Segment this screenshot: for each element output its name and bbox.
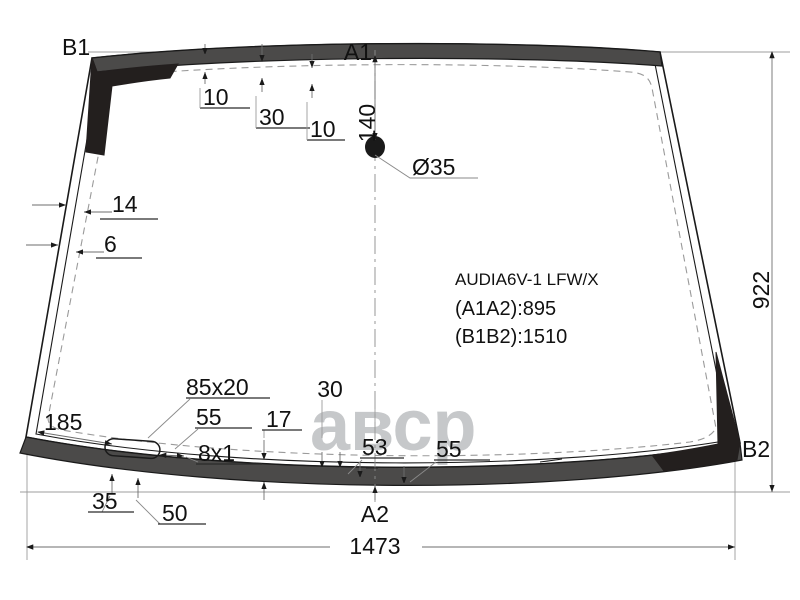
corner-wedge-b1 <box>85 57 179 156</box>
mirror-mount-hole: Ø35 <box>365 136 478 180</box>
hole-marker <box>365 136 385 158</box>
dim-1473-group: 1473 1473 <box>26 533 735 559</box>
dim-35-leader <box>101 495 111 513</box>
watermark: авср <box>310 386 477 466</box>
hole-diameter-label: Ø35 <box>412 154 455 180</box>
label-b2: B2 <box>742 436 770 462</box>
label-b1: B1 <box>62 34 90 60</box>
slot-size-label: 85x20 <box>186 374 249 400</box>
label-a1-group: A1 <box>344 39 372 65</box>
dim-1473-text-mask <box>330 533 422 557</box>
dim-30-bottom-group: 30 <box>317 376 376 468</box>
dim-140-label: 140 <box>354 104 380 142</box>
dim-left-14-label: 14 <box>112 191 138 217</box>
dim-55-left-label: 55 <box>196 404 222 430</box>
dim-17-label: 17 <box>266 406 292 432</box>
corner-wedge-b2 <box>651 351 741 472</box>
watermark-text: авср <box>310 386 477 466</box>
dim-8x1-leader <box>185 456 199 463</box>
dim-55-right-label: 55 <box>436 436 462 462</box>
dim-50-group: 50 <box>135 478 206 526</box>
dim-top-10a-label: 10 <box>203 84 229 110</box>
label-a2: A2 <box>361 501 389 527</box>
dim-left-6-label: 6 <box>104 231 117 257</box>
lower-right-detail-tick <box>539 458 563 463</box>
label-b1-group: B1 <box>62 34 90 60</box>
dim-top-30-label: 30 <box>259 104 285 130</box>
dim-55-left-group: 55 <box>174 404 252 450</box>
dim-8x1-arrows <box>159 452 185 459</box>
dim-185-group: 185 <box>37 409 113 446</box>
slot-leader <box>147 398 191 439</box>
title-block: AUDIA6V-1 LFW/X (A1A2):895 (B1B2):1510 <box>455 270 599 348</box>
dim-8x1-group: 8x1 <box>159 440 262 466</box>
slot-shape <box>104 437 161 460</box>
dim-17-group: 17 <box>261 406 302 500</box>
dim-140-hole-offset: 140 <box>354 55 380 142</box>
label-b2-group: B2 <box>742 436 770 462</box>
spec-b1b2-text: (B1B2):1510 <box>455 326 567 348</box>
bottom-shade-band <box>19 436 743 486</box>
dim-922-group: 922 <box>748 51 775 492</box>
dim-185-label: 185 <box>44 409 82 435</box>
top-dimension-group: 10 30 10 <box>199 44 345 142</box>
dim-8x1-label: 8x1 <box>198 440 235 466</box>
dim-top-10b-label: 10 <box>310 116 336 142</box>
hole-leader-line <box>374 154 478 179</box>
dim-50-leader <box>135 499 161 525</box>
top-shade-band <box>91 43 663 73</box>
label-a2-group: A2 <box>361 501 389 527</box>
dim-185-line <box>37 430 113 446</box>
label-a1: A1 <box>344 39 372 65</box>
dim-922-label: 922 <box>748 271 774 309</box>
slot-85x20: 85x20 <box>104 374 270 460</box>
dim-35-group: 35 <box>88 474 134 514</box>
dim-30-bottom-label: 30 <box>317 376 343 402</box>
left-dimension-group: 14 6 <box>26 191 158 259</box>
dim-55-left-leader <box>174 428 199 450</box>
part-code-text: AUDIA6V-1 LFW/X <box>455 270 599 289</box>
dim-53-group: 53 <box>347 434 404 478</box>
dim-35-label: 35 <box>92 488 118 514</box>
spec-a1a2-text: (A1A2):895 <box>455 298 556 320</box>
dim-53-label: 53 <box>362 434 388 460</box>
dim-1473-label-front: 1473 <box>349 533 400 559</box>
dim-55-right-leader <box>409 461 437 483</box>
dim-55-right-group: 55 <box>401 436 490 484</box>
dim-50-label: 50 <box>162 500 188 526</box>
